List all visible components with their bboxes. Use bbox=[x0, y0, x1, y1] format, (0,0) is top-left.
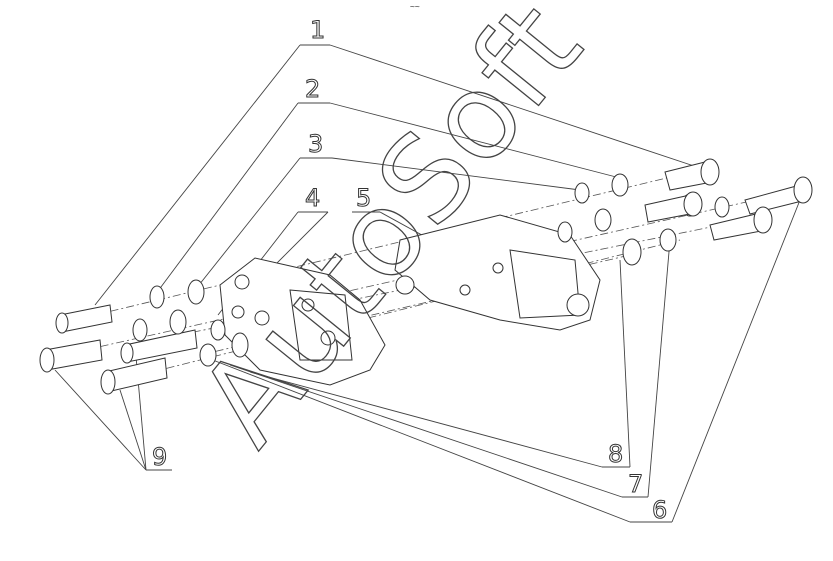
header-mark: ~~ bbox=[410, 2, 420, 11]
callout-6: 6 bbox=[652, 496, 667, 524]
left-washers bbox=[132, 279, 249, 367]
callout-8: 8 bbox=[608, 440, 623, 468]
right-washers bbox=[557, 173, 730, 266]
callout-1: 1 bbox=[310, 16, 325, 44]
callout-2: 2 bbox=[305, 75, 320, 103]
callout-5: 5 bbox=[356, 184, 371, 212]
callout-3: 3 bbox=[308, 130, 323, 158]
right-bolts bbox=[644, 158, 813, 241]
left-bolts bbox=[39, 304, 198, 395]
callout-4: 4 bbox=[305, 184, 320, 212]
callout-9: 9 bbox=[152, 443, 167, 471]
mounting-plate bbox=[394, 214, 601, 331]
callout-7: 7 bbox=[628, 470, 643, 498]
callout-labels: 1 2 3 4 5 6 7 8 9 bbox=[152, 16, 668, 525]
